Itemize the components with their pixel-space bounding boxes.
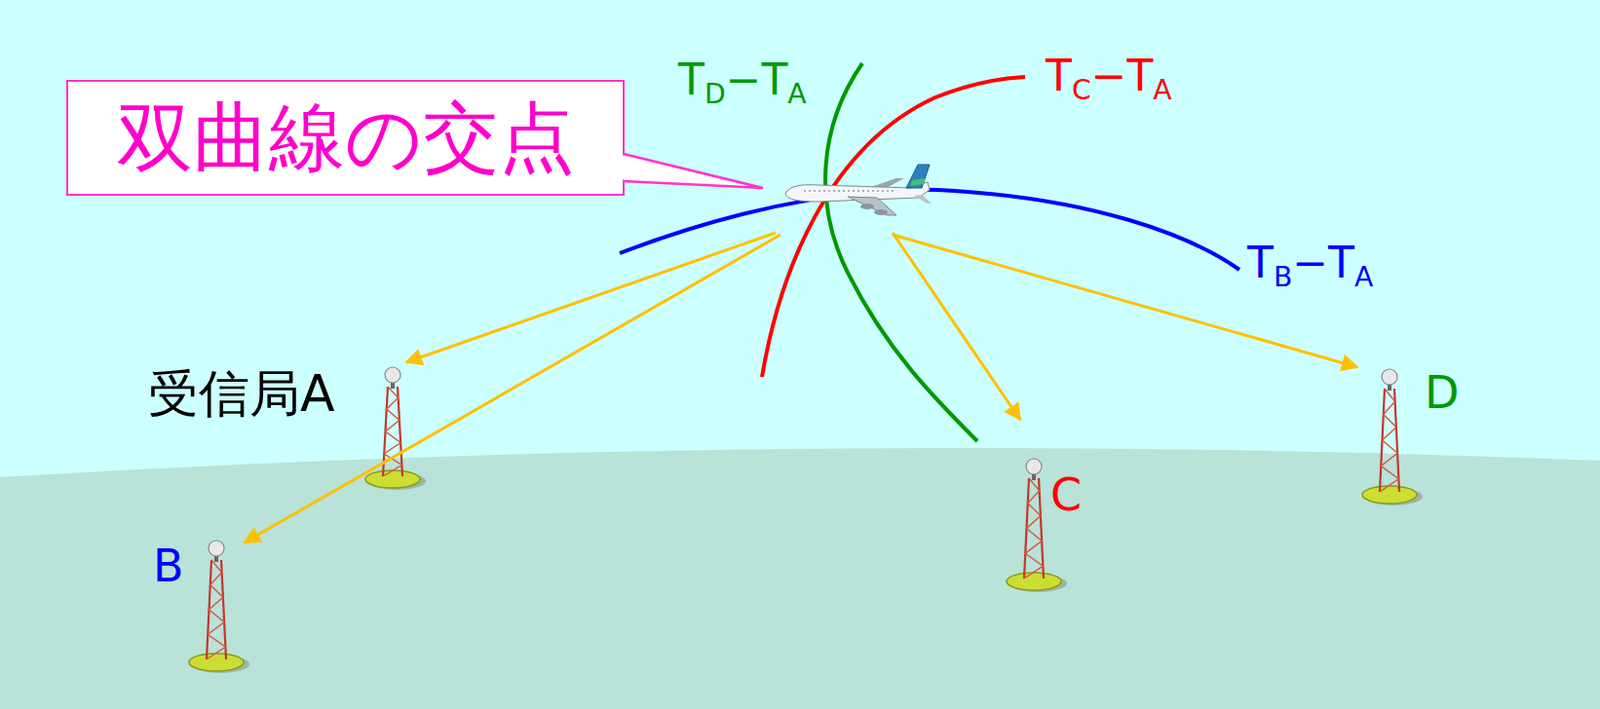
callout-text: 双曲線の交点 [116,92,575,185]
hyperbola-curve [619,190,1240,270]
airplane-stabilizer [914,194,932,204]
receiver-tower [1362,369,1423,506]
time-difference-label: TC−TA [1045,54,1173,105]
airplane-wing-near [847,196,897,216]
tower-base [365,470,420,489]
station-label: 受信局A [148,368,336,420]
airplane [785,164,932,216]
signal-arrow [892,234,1358,368]
tower-radome [208,540,225,557]
hyperbola-curve [761,76,1026,378]
station-label: D [1424,370,1459,416]
tower-lattice [1024,478,1043,579]
callout-pointer [623,153,763,189]
tower-frame [206,560,227,660]
airplane-engine [860,203,875,210]
receiver-tower [189,540,250,674]
tower-radome [1026,458,1042,475]
tower-base [1362,486,1417,504]
airplane-tail-fin [906,164,930,189]
station-label: B [152,543,185,589]
airplane-windows [803,190,897,192]
airplane-engine [874,209,888,216]
signal-arrow [244,234,781,543]
station-label: C [1050,472,1082,518]
ground [0,448,1600,709]
tower-radome [1381,369,1398,385]
tower-base [1006,572,1062,591]
callout-box: 双曲線の交点 [66,79,625,196]
tower-lattice [1379,388,1399,493]
tower-radome [384,367,401,383]
airplane-tail-stripe [910,178,926,187]
receiver-tower [365,367,426,491]
tower-frame [1024,478,1044,579]
tower-frame [1379,388,1400,493]
time-difference-label: TB−TA [1247,241,1373,292]
time-difference-label: TD−TA [678,58,807,109]
tower-base [189,653,244,672]
tower-lattice [206,560,226,660]
signal-arrow [892,232,1021,420]
